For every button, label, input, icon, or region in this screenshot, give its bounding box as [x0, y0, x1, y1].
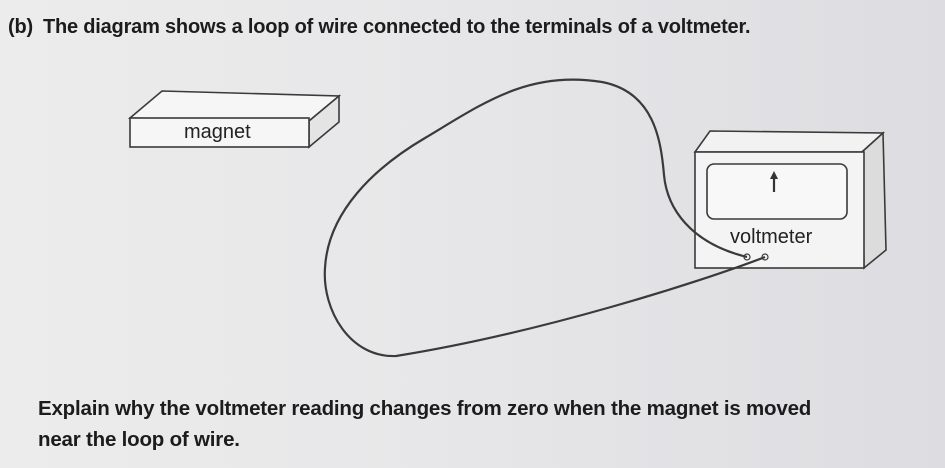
- magnet: [127, 90, 342, 149]
- question-part-label: (b): [8, 16, 33, 38]
- prompt-line-1: Explain why the voltmeter reading change…: [38, 397, 812, 420]
- wire-loop: [323, 78, 766, 358]
- voltmeter-display: [706, 163, 848, 220]
- prompt-line-2: near the loop of wire.: [38, 428, 240, 451]
- question-stem-text: The diagram shows a loop of wire connect…: [42, 16, 751, 38]
- magnet-front-face: [129, 117, 310, 148]
- voltmeter-needle-tip: [770, 171, 778, 179]
- question-stem: (b) The diagram shows a loop of wire conn…: [8, 16, 751, 39]
- voltmeter-label: voltmeter: [730, 226, 813, 248]
- magnet-top-face: [127, 90, 342, 122]
- voltmeter-top-face: [693, 130, 886, 153]
- voltmeter: [693, 130, 887, 270]
- question-prompt: Explain why the voltmeter reading change…: [38, 393, 938, 455]
- magnet-label: magnet: [184, 121, 251, 143]
- voltmeter-side-face: [861, 131, 887, 270]
